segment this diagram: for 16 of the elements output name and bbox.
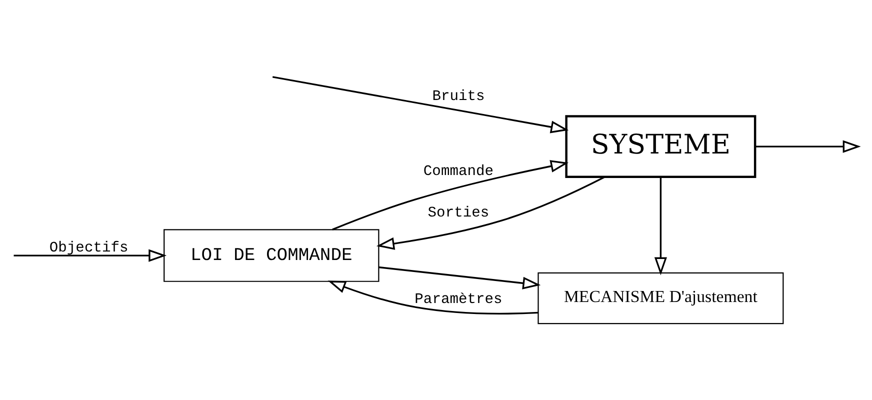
node-box: MECANISME D'ajustement	[538, 272, 784, 324]
edge-label: Bruits	[432, 88, 485, 105]
node-box: SYSTEME	[565, 115, 756, 178]
arrow	[328, 280, 538, 315]
arrow	[654, 177, 667, 276]
edge-label: Commande	[423, 164, 494, 180]
edge-label: Sorties	[428, 206, 490, 222]
arrow	[376, 176, 606, 250]
arrow	[755, 140, 861, 153]
node-box: LOI DE COMMANDE	[164, 229, 380, 282]
arrow	[378, 266, 541, 290]
edge-label: Objectifs	[49, 240, 128, 256]
edge-label: Paramètres	[414, 292, 502, 308]
arrow	[272, 76, 569, 134]
arrow	[14, 249, 167, 262]
arrow	[332, 160, 569, 230]
